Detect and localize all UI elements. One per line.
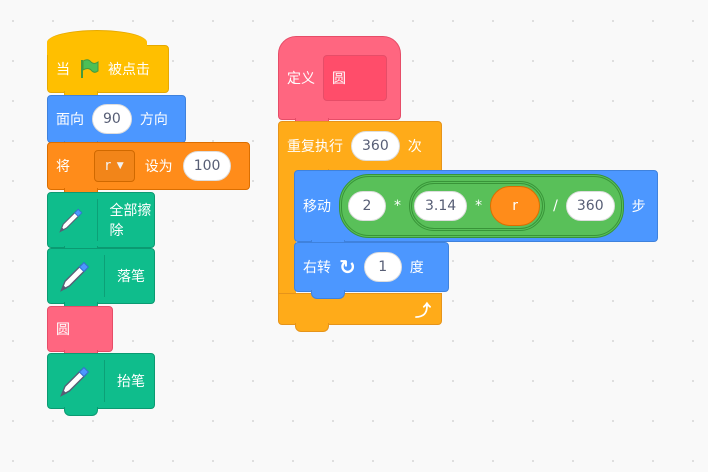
define-label: 定义 [287, 71, 315, 87]
loop-arrow-icon: ⤴ [414, 301, 431, 320]
turn-right-block[interactable]: 右转 ↻ 1 度 [294, 242, 449, 299]
chevron-down-icon: ▼ [116, 161, 124, 171]
turn-suffix: 度 [409, 260, 424, 276]
pen-up-label: 抬笔 [117, 374, 145, 390]
operand-pi[interactable]: 3.14 [414, 191, 468, 221]
variable-r-reporter[interactable]: r [490, 186, 541, 226]
divide-operator[interactable]: 2 * 3.14 * r / 360 [339, 174, 624, 238]
repeat-block[interactable]: 重复执行 360 次 ⤴ [278, 121, 442, 332]
define-name: 圆 [332, 71, 346, 87]
multiply-sign: * [394, 198, 401, 214]
move-label: 移动 [303, 199, 331, 215]
direction-input[interactable]: 90 [92, 104, 132, 134]
divide-sign: / [553, 198, 558, 214]
operand-360[interactable]: 360 [565, 191, 615, 221]
degrees-input[interactable]: 1 [363, 252, 402, 282]
pen-down-block[interactable]: 落笔 [47, 248, 155, 311]
variable-dropdown[interactable]: r▼ [94, 150, 135, 182]
point-suffix: 方向 [139, 112, 168, 128]
pen-icon [56, 202, 85, 238]
variable-r-label: r [512, 198, 519, 214]
hat-label-when: 当 [56, 62, 70, 78]
repeat-suffix: 次 [407, 139, 422, 155]
define-prototype: 圆 [323, 55, 387, 101]
pen-clear-block[interactable]: 全部擦除 [47, 192, 155, 255]
move-steps-block[interactable]: 移动 2 * 3.14 * r / 360 步 [294, 170, 658, 249]
repeat-label: 重复执行 [287, 139, 343, 155]
define-block[interactable]: 定义 圆 [278, 36, 401, 127]
rotate-right-icon: ↻ [339, 255, 356, 279]
value-input[interactable]: 100 [182, 151, 232, 181]
point-in-direction-block[interactable]: 面向 90 方向 [47, 95, 186, 150]
set-label: 将 [56, 159, 70, 175]
clear-label: 全部擦除 [109, 203, 152, 239]
call-label: 圆 [56, 322, 70, 338]
green-flag-icon [81, 59, 99, 78]
when-flag-clicked-block[interactable]: 当 被点击 [47, 30, 169, 100]
pen-icon [56, 258, 92, 294]
set-to-label: 设为 [144, 159, 173, 175]
multiply-sign-2: * [475, 198, 483, 214]
operand-2[interactable]: 2 [348, 191, 386, 221]
turn-label: 右转 [303, 260, 331, 276]
pen-down-label: 落笔 [117, 269, 145, 285]
pen-up-block[interactable]: 抬笔 [47, 353, 155, 416]
custom-block-call[interactable]: 圆 [47, 306, 113, 359]
repeat-count-input[interactable]: 360 [351, 131, 400, 161]
multiply-operator[interactable]: 3.14 * r [409, 181, 546, 231]
variable-name: r [105, 158, 111, 174]
point-label: 面向 [56, 112, 84, 128]
pen-icon [56, 363, 92, 399]
move-suffix: 步 [631, 199, 646, 215]
set-variable-block[interactable]: 将 r▼ 设为 100 [47, 142, 250, 197]
hat-label-clicked: 被点击 [108, 62, 150, 78]
